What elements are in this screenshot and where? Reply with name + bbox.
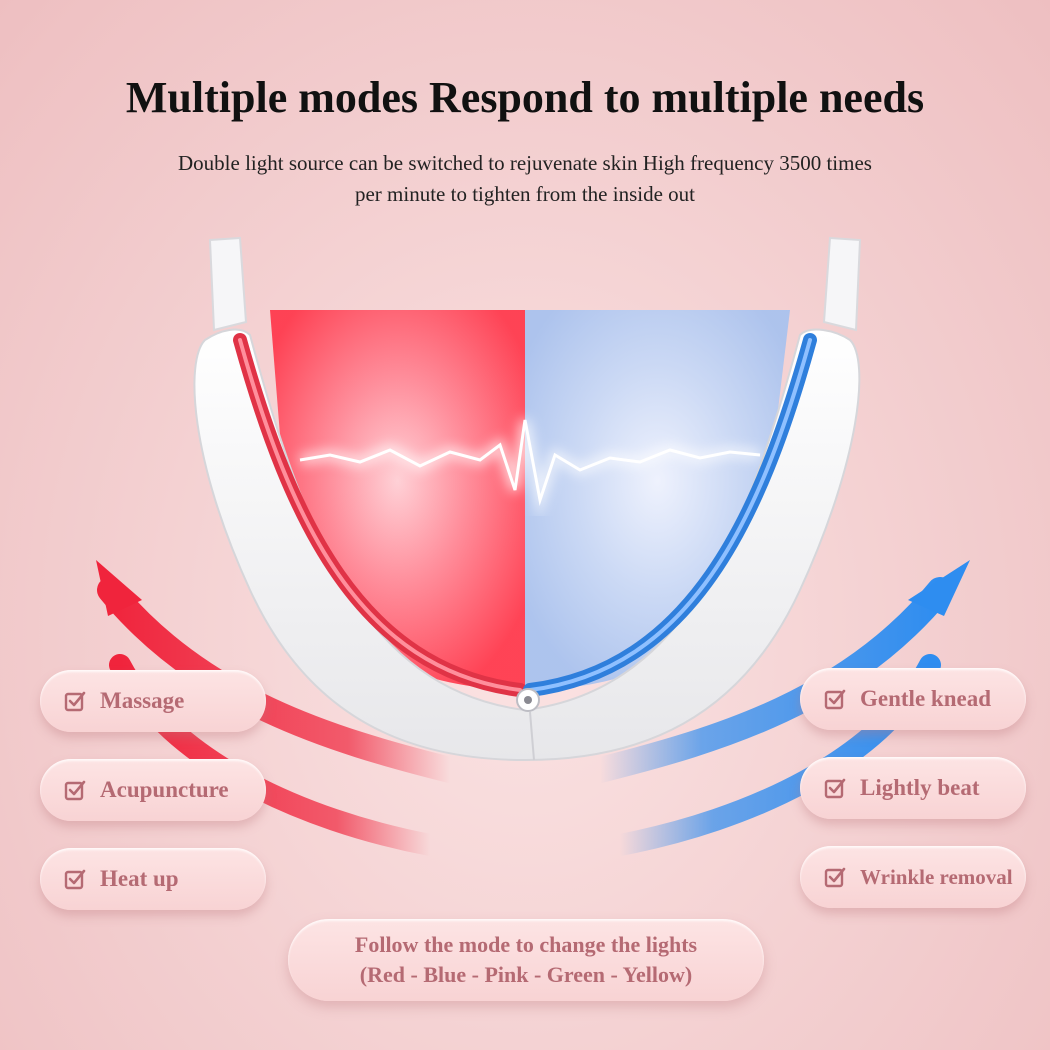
- checkbox-icon: [64, 690, 86, 712]
- feature-label: Heat up: [100, 866, 179, 891]
- feature-acupuncture: Acupuncture: [40, 759, 266, 821]
- device-shell: [193, 236, 862, 762]
- checkbox-icon: [824, 866, 846, 888]
- feature-lightly-beat: Lightly beat: [800, 757, 1026, 819]
- waveform: [299, 419, 761, 520]
- feature-label: Lightly beat: [860, 775, 980, 800]
- feature-gentle-knead: Gentle knead: [800, 668, 1026, 730]
- feature-label: Wrinkle removal: [860, 864, 1013, 889]
- checkbox-icon: [824, 688, 846, 710]
- feature-label: Gentle knead: [860, 686, 991, 711]
- light-mode-line1: Follow the mode to change the lights: [354, 932, 698, 957]
- page-subtitle: Double light source can be switched to r…: [178, 151, 872, 206]
- light-mode-note: Follow the mode to change the lights (Re…: [288, 919, 764, 1001]
- feature-label: Massage: [100, 688, 185, 713]
- checkbox-icon: [64, 779, 86, 801]
- feature-heat-up: Heat up: [40, 848, 266, 910]
- checkbox-icon: [64, 868, 86, 890]
- feature-massage: Massage: [40, 670, 266, 732]
- light-mode-line2: (Red - Blue - Pink - Green - Yellow): [359, 962, 693, 987]
- feature-label: Acupuncture: [100, 777, 229, 802]
- checkbox-icon: [824, 777, 846, 799]
- feature-wrinkle-removal: Wrinkle removal: [800, 846, 1026, 908]
- page-title: Multiple modes Respond to multiple needs: [125, 73, 925, 122]
